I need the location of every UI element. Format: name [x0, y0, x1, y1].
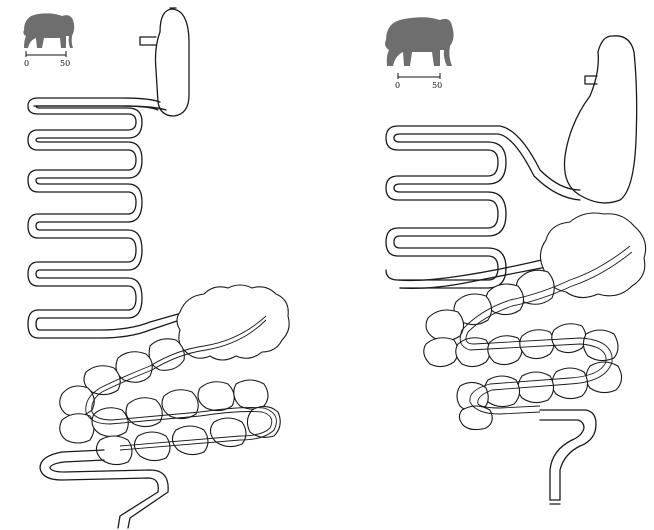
scale-bar: 0 50: [395, 73, 442, 90]
stomach: [565, 36, 637, 203]
left-panel: 0 50: [23, 8, 289, 528]
elephant-icon: [385, 17, 454, 66]
right-panel: 0 50: [385, 17, 646, 504]
rectum: [540, 410, 596, 504]
scale-bar: 0 50: [24, 51, 70, 68]
large-intestine: [60, 285, 289, 465]
elephant-icon: [23, 13, 74, 48]
scale-start-label: 0: [395, 81, 400, 90]
small-intestine: [28, 98, 180, 338]
scale-end-label: 50: [432, 81, 442, 90]
scale-end-label: 50: [60, 59, 70, 68]
scale-start-label: 0: [24, 59, 29, 68]
large-intestine: [424, 213, 646, 430]
